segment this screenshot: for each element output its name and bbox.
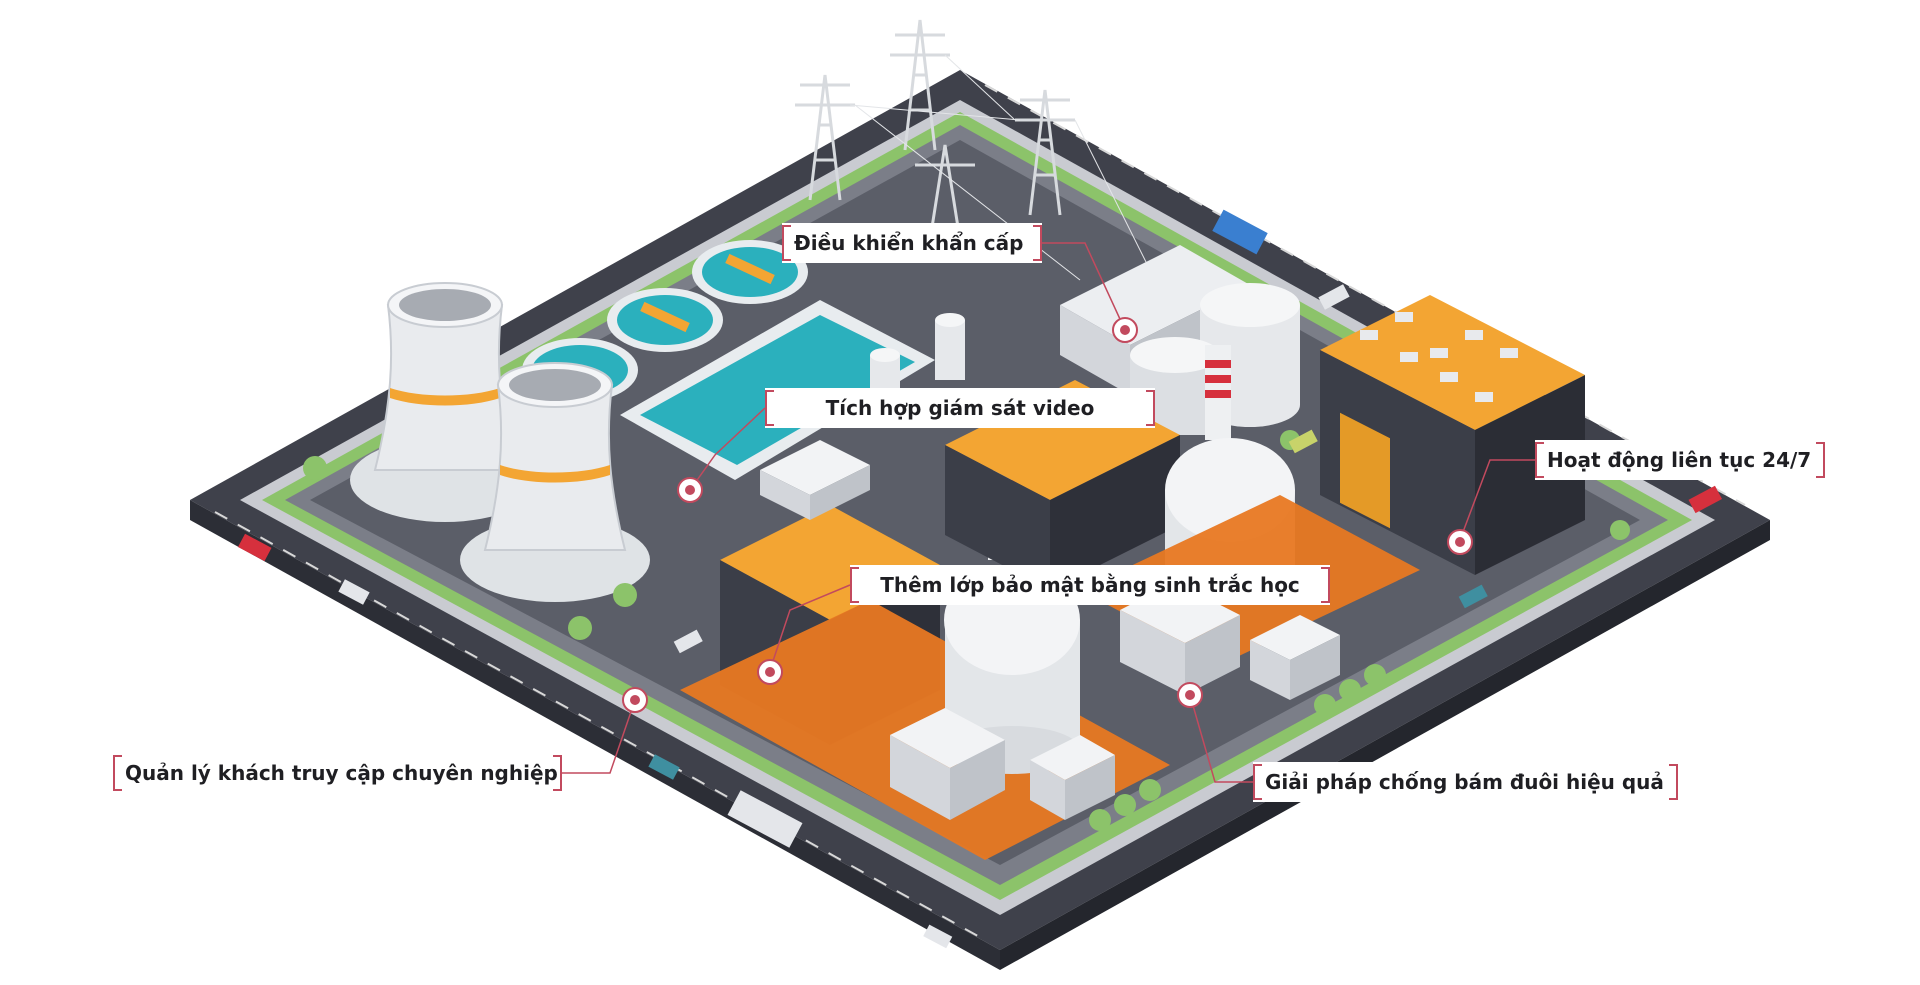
callout-biometric-security: Thêm lớp bảo mật bằng sinh trắc học — [850, 565, 1330, 605]
marker-pin-icon — [677, 477, 703, 503]
cooling-tower-right — [460, 362, 650, 602]
power-lines — [849, 54, 1161, 291]
callout-video-surveillance: Tích hợp giám sát video — [765, 388, 1155, 428]
callout-label: Quản lý khách truy cập chuyên nghiệp — [125, 761, 558, 785]
site-base-side — [190, 500, 1000, 970]
trees — [303, 430, 1630, 831]
site-base-side-right — [1000, 520, 1770, 970]
office-block — [1320, 295, 1585, 575]
marker-pin-icon — [1112, 317, 1138, 343]
callout-label: Thêm lớp bảo mật bằng sinh trắc học — [880, 573, 1300, 597]
callout-visitor-management: Quản lý khách truy cập chuyên nghiệp — [113, 753, 562, 793]
callout-label: Giải pháp chống bám đuôi hiệu quả — [1265, 770, 1664, 794]
callout-anti-tailgating: Giải pháp chống bám đuôi hiệu quả — [1253, 762, 1678, 802]
marker-pins — [622, 317, 1473, 713]
callout-label: Tích hợp giám sát video — [825, 396, 1095, 420]
callout-label: Điều khiển khẩn cấp — [794, 231, 1024, 255]
marker-pin-icon — [622, 687, 648, 713]
cooling-tower-left — [350, 282, 540, 522]
callout-label: Hoạt động liên tục 24/7 — [1547, 448, 1812, 472]
marker-pin-icon — [1447, 529, 1473, 555]
callout-continuous-operation: Hoạt động liên tục 24/7 — [1535, 440, 1825, 480]
marker-pin-icon — [1177, 682, 1203, 708]
vehicles — [238, 209, 1722, 949]
leader-lines — [562, 242, 1535, 783]
callout-emergency-control: Điều khiển khẩn cấp — [782, 223, 1042, 263]
annex-buildings — [760, 440, 1340, 820]
transmission-towers — [795, 19, 1075, 241]
marker-pin-icon — [757, 659, 783, 685]
